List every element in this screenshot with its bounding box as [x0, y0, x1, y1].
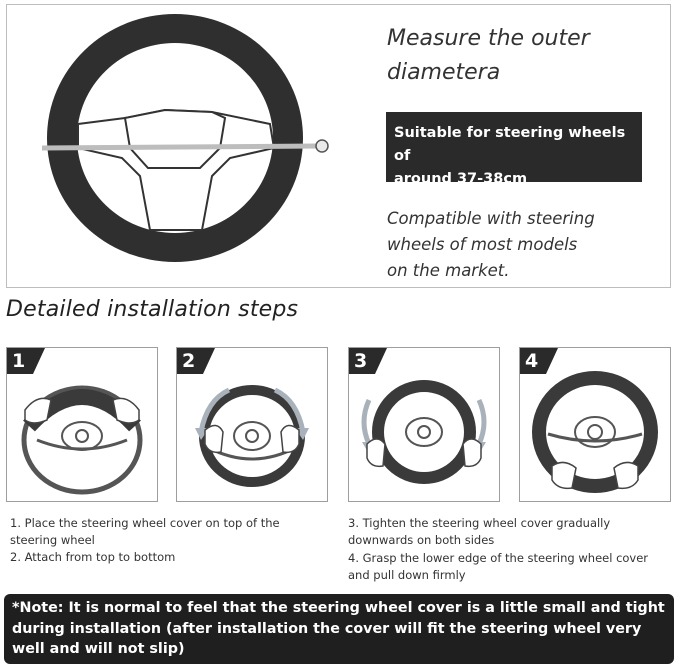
size-label-line1: Suitable for steering wheels of [394, 125, 626, 164]
step-tab [520, 348, 558, 374]
step-tab [349, 348, 387, 374]
step-panel-1: 1 [6, 347, 158, 502]
caption-3-line2: downwards on both sides [348, 533, 495, 547]
measure-title: Measure the outer diametera [387, 22, 667, 90]
caption-4-line2: and pull down firmly [348, 568, 466, 582]
note-line1: *Note: It is normal to feel that the ste… [12, 600, 665, 616]
steering-wheel-diagram [41, 14, 329, 262]
step3-illustration [361, 380, 487, 484]
step-panel-4: 4 [519, 347, 671, 502]
step-number: 3 [354, 350, 368, 372]
measure-title-line2: diametera [387, 60, 501, 85]
step-tab [7, 348, 45, 374]
steps-heading: Detailed installation steps [6, 297, 299, 322]
compat-line2: wheels of most models [387, 235, 578, 254]
measure-title-line1: Measure the outer [387, 26, 590, 51]
note-line3: well and will not slip) [12, 641, 185, 657]
compat-line1: Compatible with steering [387, 209, 595, 228]
caption-step-3: 3. Tighten the steering wheel cover grad… [348, 515, 676, 549]
caption-1-line1: 1. Place the steering wheel cover on top… [10, 516, 280, 530]
step1-illustration [21, 385, 143, 495]
caption-step-1: 1. Place the steering wheel cover on top… [10, 515, 330, 549]
step-panel-3: 3 [348, 347, 500, 502]
compatibility-text: Compatible with steering wheels of most … [387, 206, 657, 284]
note-bar: *Note: It is normal to feel that the ste… [4, 594, 674, 664]
caption-1-line2: steering wheel [10, 533, 95, 547]
measuring-tape [41, 143, 319, 151]
caption-step-2: 2. Attach from top to bottom [10, 550, 176, 564]
caption-3-line1: 3. Tighten the steering wheel cover grad… [348, 516, 611, 530]
step-panel-2: 2 [176, 347, 328, 502]
measure-section [6, 4, 671, 288]
step-tab [177, 348, 215, 374]
step-number: 4 [525, 350, 539, 372]
size-label: Suitable for steering wheels of around 3… [386, 112, 642, 187]
wheel-hub [123, 108, 227, 169]
step-number: 2 [182, 350, 196, 372]
caption-step-4: 4. Grasp the lower edge of the steering … [348, 550, 676, 584]
size-label-line2: around 37-38cm [394, 171, 528, 187]
step4-illustration [532, 371, 658, 493]
tape-reel [315, 139, 329, 153]
note-line2: during installation (after installation … [12, 620, 642, 637]
compat-line3: on the market. [387, 261, 510, 280]
caption-4-line1: 4. Grasp the lower edge of the steering … [348, 551, 649, 565]
step-number: 1 [12, 350, 26, 372]
step2-illustration [195, 385, 309, 487]
